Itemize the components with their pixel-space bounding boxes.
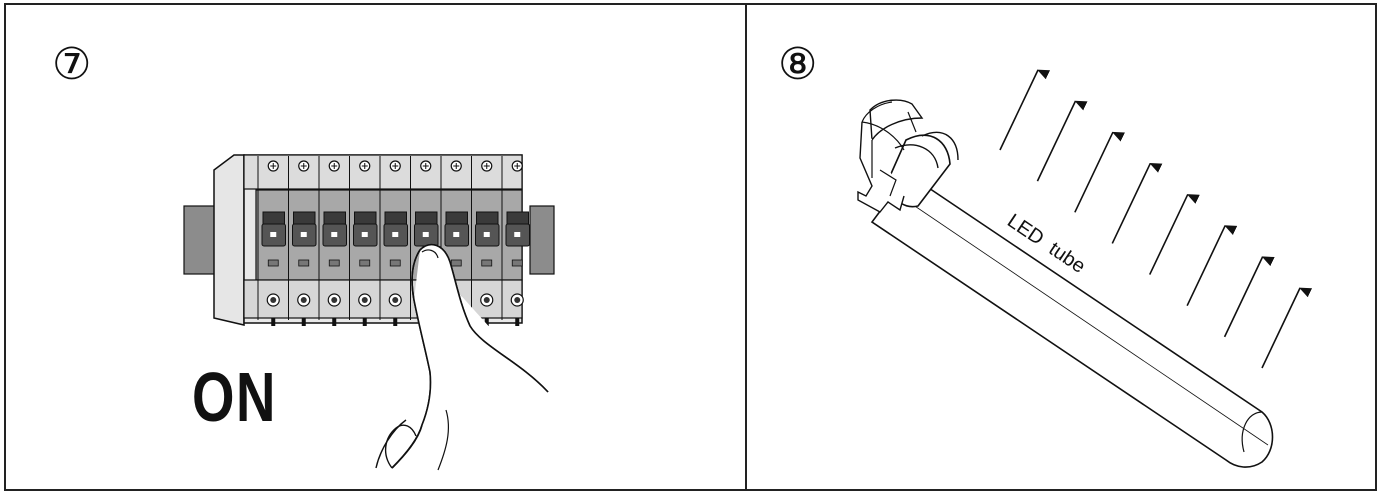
illustration-frame [4, 3, 1377, 491]
tube-end-cap-icon [857, 99, 924, 213]
indicator-window [481, 259, 493, 267]
light-ray-arrow-icon [1148, 194, 1200, 275]
light-ray-arrow-icon [1223, 256, 1275, 338]
indicator-window [450, 259, 462, 267]
indicator-window [359, 259, 371, 267]
panel-divider [745, 3, 747, 491]
light-ray-arrow-icon [1186, 225, 1238, 307]
indicator-window [267, 259, 279, 267]
indicator-window [298, 259, 310, 267]
step-number-7: ⑦ [52, 39, 92, 90]
light-ray-arrow-icon [999, 69, 1051, 151]
light-ray-arrow-icon [1036, 100, 1088, 182]
light-ray-arrow-icon [1111, 162, 1163, 244]
indicator-window [389, 259, 401, 267]
indicator-window [328, 259, 340, 267]
led-tube [870, 131, 1274, 468]
step-number-8: ⑧ [778, 39, 818, 90]
light-ray-arrow-icon [1074, 131, 1125, 213]
light-rays [999, 69, 1313, 369]
finger-pressing-icon [375, 243, 549, 471]
light-ray-arrow-icon [1261, 287, 1313, 369]
on-caption: ON [192, 358, 278, 436]
indicator-window [511, 259, 523, 267]
